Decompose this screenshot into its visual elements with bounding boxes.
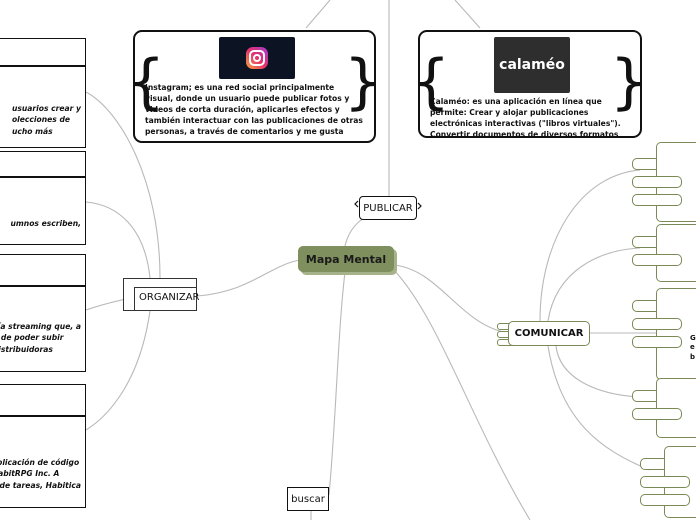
topic-publicar[interactable]: PUBLICAR <box>359 196 417 220</box>
instagram-card[interactable]: { } Instagram; es una red social princip… <box>127 30 382 143</box>
topic-buscar-label: buscar <box>291 493 325 505</box>
instagram-description: Instagram; es una red social principalme… <box>145 83 363 136</box>
right-stack-bar <box>632 336 682 348</box>
right-stack-bar <box>640 476 690 488</box>
topic-organizar-label: ORGANIZAR <box>139 292 200 303</box>
instagram-icon <box>246 47 268 69</box>
right-stack-bar <box>632 194 682 206</box>
organizar-frame: ORGANIZAR <box>134 287 200 310</box>
left-brace-icon: { <box>127 47 166 117</box>
right-stack-bar <box>632 318 682 330</box>
left-box-header <box>0 151 86 177</box>
calameo-card[interactable]: { } calaméo Calaméo: es una aplicación e… <box>412 30 648 139</box>
left-box-4[interactable]: aplicación de código HabitRPG Inc. A e d… <box>0 416 86 508</box>
left-box-header <box>0 384 86 416</box>
topic-comunicar-label: COMUNICAR <box>514 328 584 339</box>
calameo-logo: calaméo <box>494 37 570 93</box>
right-stack-bar <box>632 408 682 420</box>
central-node[interactable]: Mapa Mental <box>298 246 394 272</box>
left-brace-icon: { <box>412 47 451 117</box>
left-box-header <box>0 38 86 66</box>
topic-publicar-label: PUBLICAR <box>363 202 413 214</box>
right-brace-icon: } <box>343 47 382 117</box>
left-box-2[interactable]: umnos escriben, <box>0 177 86 245</box>
topic-buscar[interactable]: buscar <box>287 487 329 511</box>
left-box-header <box>0 254 86 286</box>
right-stack-bar <box>632 176 682 188</box>
left-box-2-text: umnos escriben, <box>10 219 81 228</box>
right-brace-icon: } <box>609 47 648 117</box>
left-box-1[interactable]: usuarios crear y olecciones de ucho más <box>0 66 86 148</box>
right-node-3-text: G e b <box>690 334 696 361</box>
instagram-logo <box>219 37 295 79</box>
left-box-3-text: vía streaming que, a n de poder subir di… <box>0 322 81 354</box>
right-node-2[interactable] <box>656 224 696 282</box>
topic-comunicar[interactable]: COMUNICAR <box>508 321 590 346</box>
left-box-3[interactable]: vía streaming que, a n de poder subir di… <box>0 286 86 372</box>
central-node-label: Mapa Mental <box>305 252 387 266</box>
right-stack-bar <box>640 494 690 506</box>
left-box-4-text: aplicación de código HabitRPG Inc. A e d… <box>0 458 81 490</box>
calameo-description: Calaméo: es una aplicación en línea que … <box>430 97 621 139</box>
right-node-3[interactable] <box>656 288 696 380</box>
right-stack-bar <box>632 254 682 266</box>
topic-organizar[interactable]: ORGANIZAR <box>123 278 200 311</box>
left-box-1-text: usuarios crear y olecciones de ucho más <box>11 104 81 136</box>
